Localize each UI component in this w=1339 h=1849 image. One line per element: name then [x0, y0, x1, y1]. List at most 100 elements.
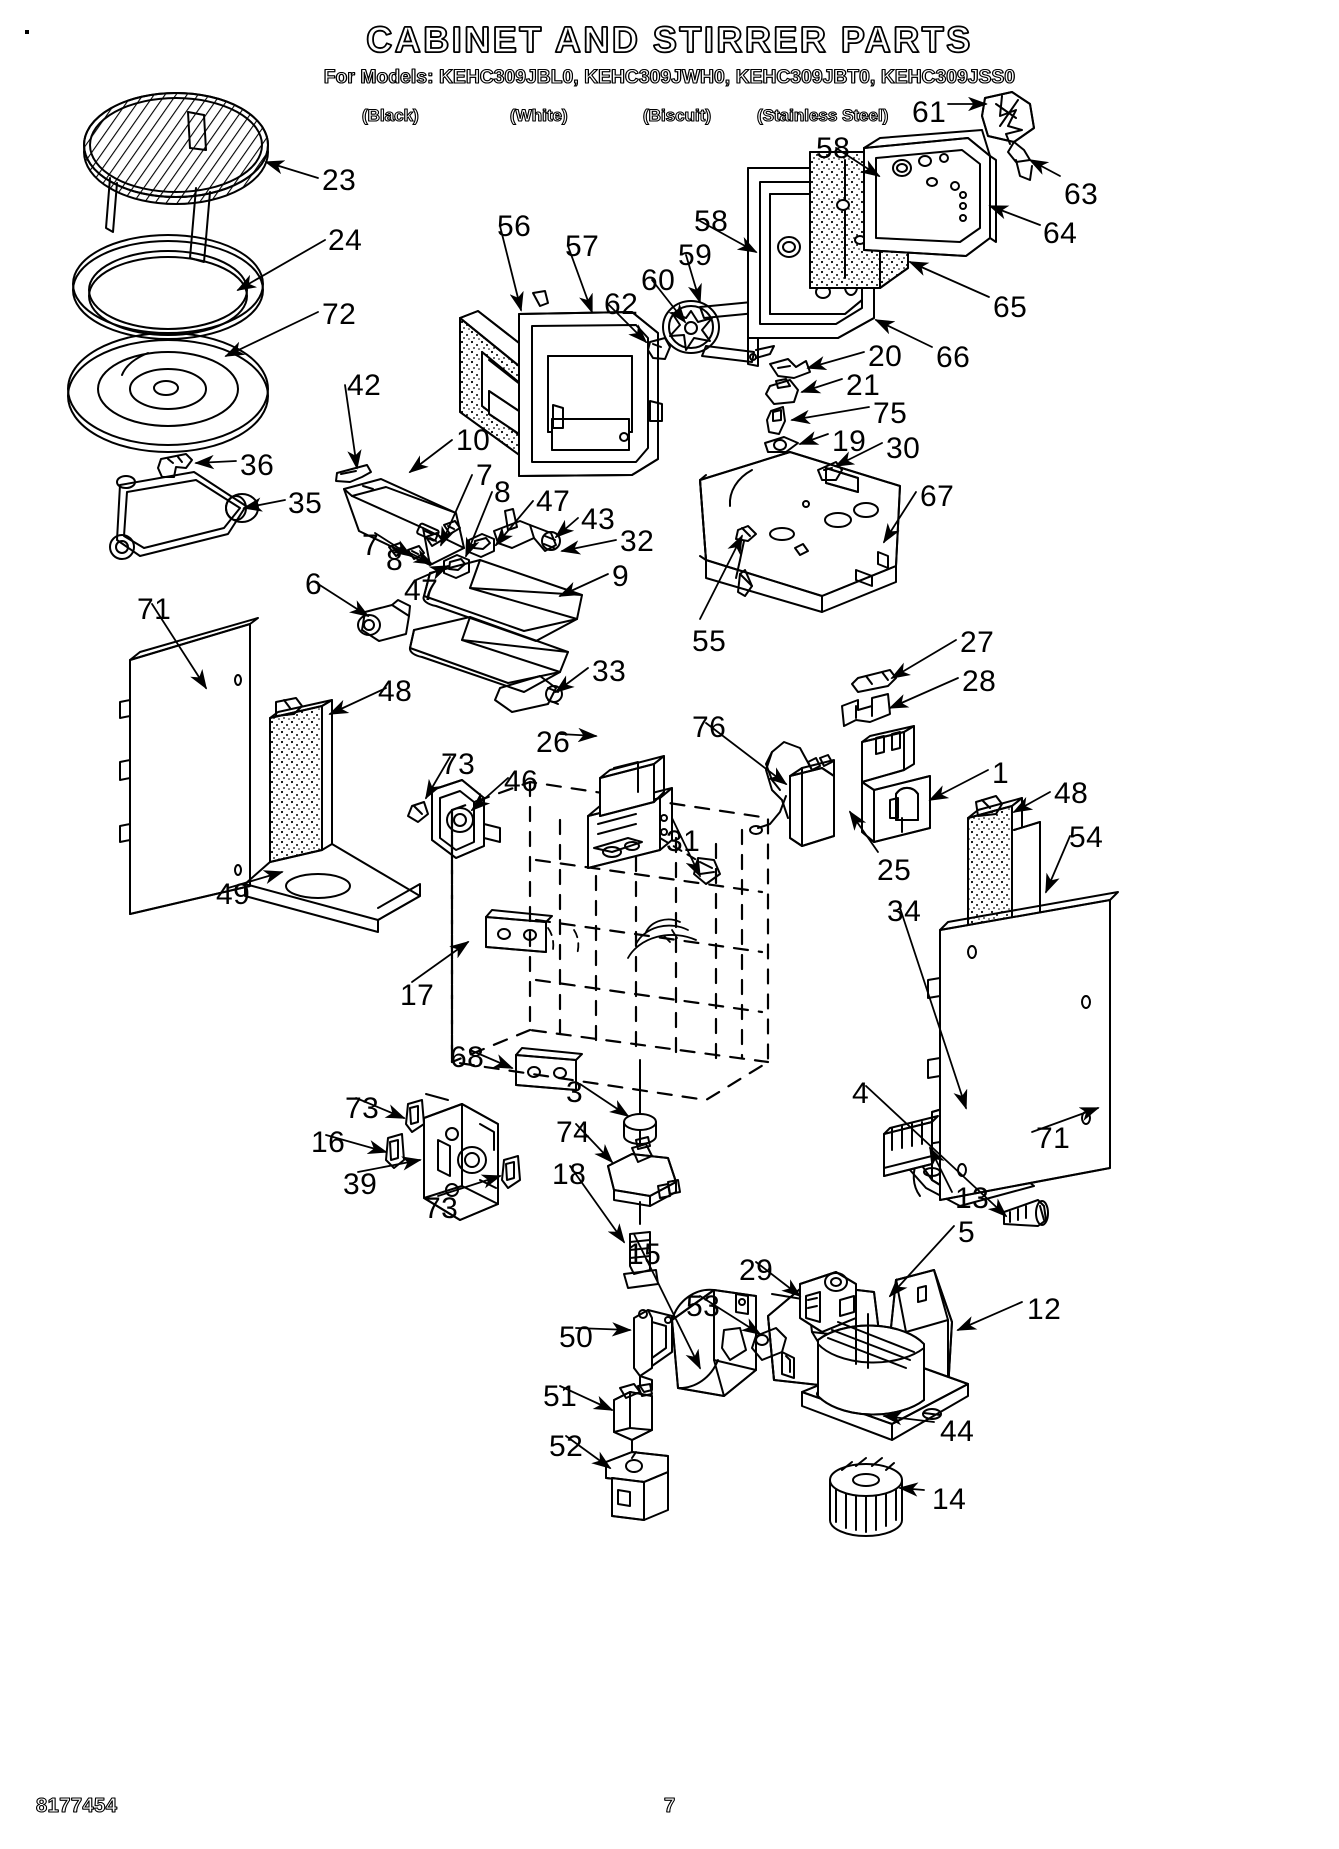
callout-35: 35 [288, 487, 323, 520]
callout-17: 17 [400, 979, 435, 1012]
part-26-magnetron [588, 756, 672, 868]
callout-5: 5 [958, 1216, 976, 1249]
part-30-67-chassis-plate [700, 452, 900, 612]
callout-24: 24 [328, 224, 363, 257]
callout-15: 15 [627, 1238, 662, 1271]
callout-49: 49 [216, 878, 251, 911]
callout-8-a: 8 [494, 476, 512, 509]
callout-34: 34 [887, 895, 922, 928]
callout-25: 25 [877, 854, 912, 887]
callout-58-b: 58 [816, 132, 851, 165]
part-42-bracket [336, 465, 371, 482]
part-10-waveguide-duct [344, 479, 464, 565]
part-36-clip [158, 454, 192, 477]
callout-44: 44 [940, 1415, 975, 1448]
callout-23: 23 [322, 164, 357, 197]
callout-7-b: 7 [362, 529, 380, 562]
part-56-57-door-panel [460, 291, 662, 476]
callout-59: 59 [678, 239, 713, 272]
callout-75: 75 [873, 397, 908, 430]
callout-1: 1 [992, 757, 1010, 790]
part-54-71-right-panel [928, 892, 1118, 1200]
callout-20: 20 [868, 340, 903, 373]
callout-48-b: 48 [1054, 777, 1089, 810]
cavity-swirl-detail [548, 919, 696, 958]
parts-20-21-75-19 [765, 359, 810, 452]
part-47-hex-nuts [444, 534, 494, 578]
callout-60: 60 [641, 264, 676, 297]
part-27-fuse [852, 670, 896, 692]
callout-64: 64 [1043, 217, 1078, 250]
callout-29: 29 [739, 1254, 774, 1287]
callout-72: 72 [322, 298, 357, 331]
callout-71-a: 71 [137, 593, 172, 626]
part-18-screw [624, 1232, 658, 1288]
part-6-fitting [358, 600, 410, 641]
callout-42: 42 [347, 369, 382, 402]
callout-71-b: 71 [1036, 1122, 1071, 1155]
callout-57: 57 [565, 230, 600, 263]
part-44-transformer [802, 1314, 968, 1440]
part-63-64-control-panel [864, 130, 996, 256]
callout-19: 19 [832, 425, 867, 458]
part-73-pins [406, 1094, 520, 1188]
color-label-black: (Black) [362, 106, 420, 126]
part-50-lever [634, 1310, 672, 1392]
callout-18: 18 [552, 1158, 587, 1191]
part-48-49-base-tray [245, 698, 420, 932]
callout-68: 68 [450, 1041, 485, 1074]
part-35-drive-coupler [110, 472, 258, 559]
part-52-switch [606, 1452, 668, 1520]
part-39-latch-body [424, 1104, 498, 1220]
callout-47-b: 47 [404, 574, 439, 607]
callout-32: 32 [620, 525, 655, 558]
part-65-66-door-frame [748, 152, 908, 338]
callout-36: 36 [240, 449, 275, 482]
part-51-switch [614, 1384, 652, 1458]
part-68-plate [516, 1048, 582, 1090]
part-46-73-latch-upper [408, 780, 500, 858]
callout-48-a: 48 [378, 675, 413, 708]
part-23-rack [84, 93, 268, 262]
callout-73-b: 73 [345, 1092, 380, 1125]
part-17-plate [486, 910, 552, 952]
part-4-screw [1004, 1200, 1048, 1226]
part-14-fan-blade [830, 1458, 902, 1536]
callout-9: 9 [612, 560, 630, 593]
callout-51: 51 [543, 1380, 578, 1413]
page-title: CABINET AND STIRRER PARTS [365, 19, 973, 60]
callout-62: 62 [604, 288, 639, 321]
color-legend-row: (Black) (White) (Biscuit) (Stainless Ste… [0, 106, 1339, 130]
part-28-fuse-holder [842, 694, 890, 726]
callout-50: 50 [559, 1321, 594, 1354]
callout-53: 53 [686, 1290, 721, 1323]
callout-10: 10 [456, 424, 491, 457]
color-label-white: (White) [510, 106, 569, 126]
part-76-capacitor [750, 742, 834, 846]
callout-56: 56 [497, 210, 532, 243]
registration-mark [25, 30, 29, 34]
callout-3: 3 [566, 1076, 584, 1109]
callout-27: 27 [960, 626, 995, 659]
color-label-stainless: (Stainless Steel) [756, 106, 889, 126]
callout-66: 66 [936, 341, 971, 374]
color-label-biscuit: (Biscuit) [643, 106, 712, 126]
callout-47-a: 47 [536, 485, 571, 518]
models-subtitle: For Models: KEHC309JBL0, KEHC309JWH0, KE… [323, 66, 1016, 88]
callout-73-a: 73 [441, 748, 476, 781]
callout-4: 4 [852, 1077, 870, 1110]
callout-33: 33 [592, 655, 627, 688]
part-74-turntable-motor [608, 1130, 680, 1224]
footer-page-number: 7 [663, 1795, 676, 1818]
callout-55: 55 [692, 625, 727, 658]
part-53-wire-connector [752, 1328, 794, 1378]
callout-6: 6 [305, 568, 323, 601]
callout-46: 46 [504, 765, 539, 798]
callout-54: 54 [1069, 821, 1104, 854]
oven-cavity-outline [452, 782, 768, 1100]
callout-74: 74 [556, 1116, 591, 1149]
callout-31: 31 [666, 825, 701, 858]
callout-28: 28 [962, 665, 997, 698]
